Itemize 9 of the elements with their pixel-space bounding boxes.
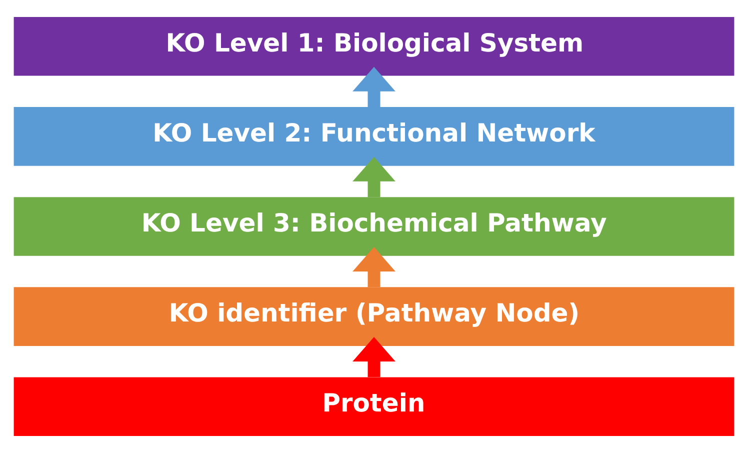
node-box: KO Level 2: Functional Network	[14, 106, 734, 166]
node-box: KO Level 1: Biological System	[14, 16, 734, 76]
node-box: Protein	[14, 376, 734, 436]
node-box: KO identifier (Pathway Node)	[14, 286, 734, 346]
arrow	[352, 156, 396, 197]
arrow	[352, 246, 396, 287]
node-box: KO Level 3: Biochemical Pathway	[14, 196, 734, 256]
arrow	[352, 336, 396, 377]
arrow	[352, 66, 396, 107]
